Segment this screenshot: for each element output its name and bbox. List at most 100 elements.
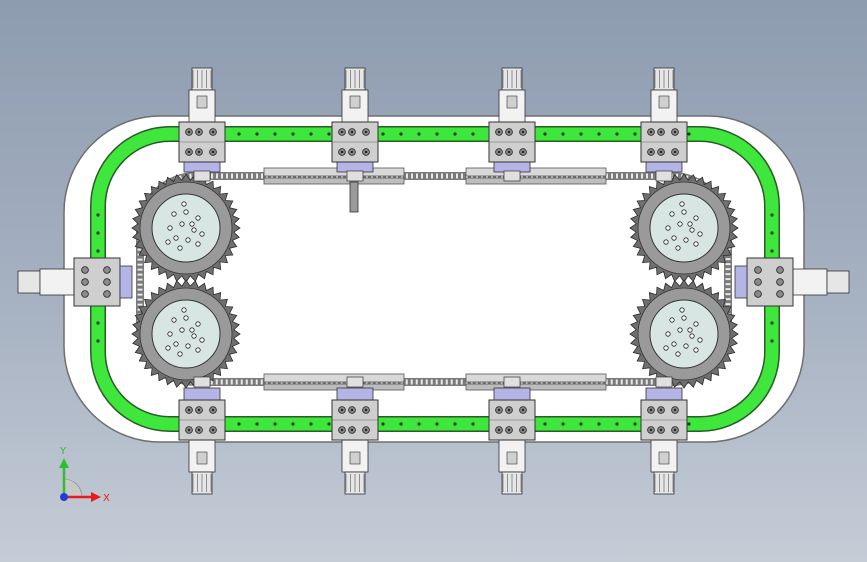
track-hole	[96, 249, 100, 253]
track-hole	[381, 132, 385, 136]
block-bolt-center	[364, 150, 368, 154]
chain-clamp	[655, 170, 673, 182]
block-bolt-center	[497, 428, 501, 432]
track-hole	[770, 321, 774, 325]
track-hole	[615, 422, 619, 426]
block-bolt-center	[211, 130, 215, 134]
sprocket-bottom-right	[629, 279, 739, 389]
station-block	[746, 257, 794, 307]
track-hole	[770, 339, 774, 343]
block-bolt-center	[187, 130, 191, 134]
top-station-1	[178, 67, 226, 182]
block-bolt-center	[521, 130, 525, 134]
sprocket-bolt	[677, 327, 683, 333]
sprocket-bolt	[181, 201, 187, 207]
sprocket-bolt	[171, 317, 177, 323]
track-hole	[309, 132, 313, 136]
sprocket-bolt	[681, 315, 687, 321]
chain-clamp	[193, 170, 211, 182]
track-hole	[561, 422, 565, 426]
sprocket-bolt	[683, 343, 689, 349]
top-station-3	[488, 67, 536, 182]
block-bolt-center	[211, 408, 215, 412]
green-guide-track-fill	[91, 127, 779, 431]
sprocket-bolt	[671, 341, 677, 347]
motor-body	[17, 270, 41, 294]
track-hole	[273, 132, 277, 136]
sprocket-bolt	[683, 237, 689, 243]
blue-bracket	[493, 387, 531, 401]
block-bolt-center	[340, 428, 344, 432]
blue-bracket	[119, 265, 133, 299]
block-bolt-center	[197, 150, 201, 154]
track-hole	[96, 213, 100, 217]
sprocket-bolt	[693, 241, 699, 247]
block-bolt-center	[364, 408, 368, 412]
sprocket-bolt	[687, 221, 693, 227]
axis-triad: Y X	[59, 446, 110, 504]
right-station	[734, 257, 850, 307]
blue-bracket	[336, 387, 374, 401]
cylinder-rod	[349, 451, 361, 465]
block-bolt-center	[497, 150, 501, 154]
sprocket-top-left	[131, 173, 241, 283]
track-hole	[273, 422, 277, 426]
block-bolt-center	[187, 150, 191, 154]
sprocket-face	[151, 299, 221, 369]
sprocket-bolt	[665, 331, 671, 337]
track-hole	[770, 249, 774, 253]
block-bolt-center	[340, 150, 344, 154]
sprocket-bolt	[689, 227, 695, 233]
sprocket-bolt	[195, 321, 201, 327]
track-hole	[309, 422, 313, 426]
sprocket-bolt	[663, 345, 669, 351]
block-bolt-center	[497, 408, 501, 412]
sprocket-bolt	[693, 215, 699, 221]
bottom-station-2	[331, 376, 379, 495]
track-hole	[96, 339, 100, 343]
sprocket-bolt	[697, 337, 703, 343]
blue-bracket	[183, 387, 221, 401]
cylinder-rod	[506, 95, 518, 109]
blue-bracket	[734, 265, 748, 299]
sprocket-face	[649, 193, 719, 263]
block-bolt-center	[649, 130, 653, 134]
block-bolt	[754, 290, 762, 298]
block-bolt-center	[649, 408, 653, 412]
axis-x-arrow	[91, 492, 101, 502]
blue-bracket	[645, 387, 683, 401]
block-bolt-center	[340, 408, 344, 412]
track-hole	[417, 132, 421, 136]
track-hole	[327, 132, 331, 136]
sprocket-bolt	[183, 209, 189, 215]
rail-top	[263, 167, 607, 213]
track-hole	[579, 132, 583, 136]
sprocket-bolt	[697, 231, 703, 237]
bottom-station-1	[178, 376, 226, 495]
track-hole	[255, 132, 259, 136]
top-station-4	[640, 67, 688, 182]
block-bolt-center	[211, 150, 215, 154]
block-bolt-center	[673, 150, 677, 154]
sprocket-bolt	[199, 337, 205, 343]
cylinder-rod	[506, 451, 518, 465]
cylinder-mount	[39, 268, 75, 296]
track-hole	[255, 422, 259, 426]
station-block	[73, 257, 121, 307]
axis-x-label: X	[103, 493, 110, 504]
track-hole	[417, 422, 421, 426]
sprocket-bolt	[185, 237, 191, 243]
block-bolt-center	[350, 408, 354, 412]
track-hole	[543, 132, 547, 136]
track-hole	[579, 422, 583, 426]
sprocket-face	[649, 299, 719, 369]
sprocket-bolt	[171, 211, 177, 217]
track-hole	[633, 422, 637, 426]
block-bolt-center	[673, 428, 677, 432]
sprocket-bolt	[199, 231, 205, 237]
block-bolt-center	[659, 428, 663, 432]
track-hole	[687, 132, 691, 136]
track-hole	[597, 132, 601, 136]
